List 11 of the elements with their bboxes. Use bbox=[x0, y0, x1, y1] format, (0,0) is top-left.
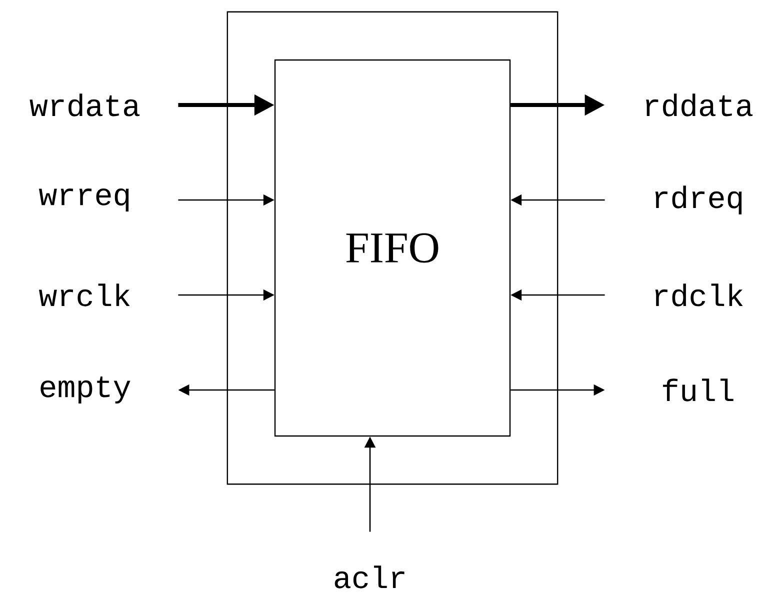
fifo-box: FIFO bbox=[274, 59, 511, 437]
signal-label: rdclk bbox=[655, 284, 743, 306]
signal-label: wrdata bbox=[30, 94, 140, 116]
signal-label: aclr bbox=[334, 566, 404, 588]
signal-label: full bbox=[663, 378, 734, 402]
signal-label: wrclk bbox=[38, 284, 130, 306]
signal-label: rddata bbox=[646, 94, 753, 116]
signal-label: rdreq bbox=[655, 186, 742, 214]
signal-label: empty bbox=[40, 376, 130, 404]
signal-label: wrreq bbox=[38, 188, 129, 212]
outer-box bbox=[226, 11, 558, 485]
